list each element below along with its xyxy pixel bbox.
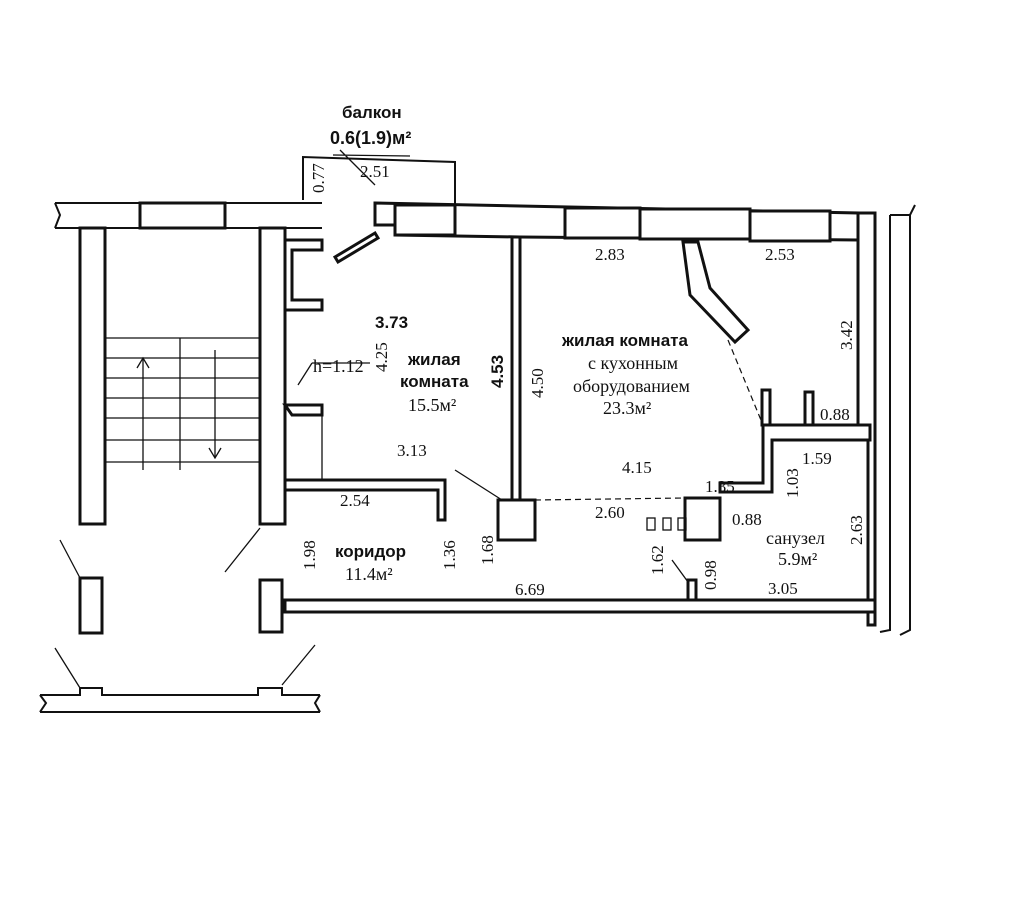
dim-top-right: 2.53 — [765, 245, 795, 264]
room-name: коридор — [335, 542, 406, 561]
dim-right: 4.53 — [488, 355, 507, 388]
dim-top: 2.54 — [340, 491, 370, 510]
room-area: 11.4м² — [345, 564, 393, 584]
dim-bottom: 3.13 — [397, 441, 427, 460]
dim-mid: 1.36 — [440, 540, 459, 570]
dim-niche: 1.35 — [705, 477, 735, 496]
dim-bottom: 6.69 — [515, 580, 545, 599]
room-area: 23.3м² — [603, 398, 651, 418]
room-name: жилая комната — [561, 331, 688, 350]
sill-height: h=1.12 — [313, 356, 364, 376]
room-name: санузел — [766, 528, 825, 548]
room-name: с кухонным — [588, 353, 678, 373]
dim-door: 1.62 — [648, 545, 667, 575]
balcony-area: 0.6(1.9)м² — [330, 128, 411, 148]
window — [563, 206, 642, 240]
living-room-labels: 3.73 4.25 h=1.12 жилая комната 15.5м² 4.… — [313, 313, 507, 460]
dim-top: 3.73 — [375, 313, 408, 332]
column — [683, 496, 722, 542]
dim-top: 0.88 — [820, 405, 850, 424]
dim-width: 1.59 — [802, 449, 832, 468]
dim-left: 4.25 — [372, 342, 391, 372]
column — [496, 498, 537, 542]
stair-steps — [105, 337, 260, 470]
room-name: жилая — [407, 350, 461, 369]
balcony-title: балкон — [342, 103, 402, 122]
dim-bottom: 4.15 — [622, 458, 652, 477]
dim-right: 3.42 — [837, 320, 856, 350]
dim-top-left: 2.83 — [595, 245, 625, 264]
room-name: оборудованием — [573, 376, 690, 396]
balcony-labels: балкон 0.6(1.9)м² 2.51 0.77 — [309, 103, 411, 193]
room-area: 15.5м² — [408, 395, 456, 415]
dim-niche-depth: 0.88 — [732, 510, 762, 529]
balcony-door — [332, 230, 381, 265]
balcony-depth: 0.77 — [309, 163, 328, 193]
balcony-width: 2.51 — [360, 162, 390, 181]
corridor-labels: 2.54 коридор 11.4м² 1.98 1.36 1.68 6.69 … — [300, 491, 720, 599]
room-name: комната — [400, 372, 469, 391]
room-area: 5.9м² — [778, 549, 817, 569]
dim-right: 2.63 — [847, 515, 866, 545]
balcony — [302, 149, 456, 265]
kitchen-counter — [681, 240, 751, 345]
stairwell — [39, 201, 322, 713]
exterior-walls — [283, 201, 916, 636]
dim-left: 4.50 — [528, 368, 547, 398]
dim-bottom-left: 2.60 — [595, 503, 625, 522]
bathroom-labels: 0.88 1.59 1.03 санузел 5.9м² 2.63 3.05 — [766, 405, 866, 598]
dim-side: 0.98 — [701, 560, 720, 590]
kitchen-room-labels: 4.50 2.83 2.53 3.42 жилая комната с кухо… — [528, 245, 856, 529]
dim-left: 1.03 — [783, 468, 802, 498]
window — [748, 209, 832, 243]
dim-left: 1.98 — [300, 540, 319, 570]
dim-bottom: 3.05 — [768, 579, 798, 598]
window — [393, 203, 457, 237]
dim-right: 1.68 — [478, 535, 497, 565]
interior-walls — [282, 235, 872, 602]
